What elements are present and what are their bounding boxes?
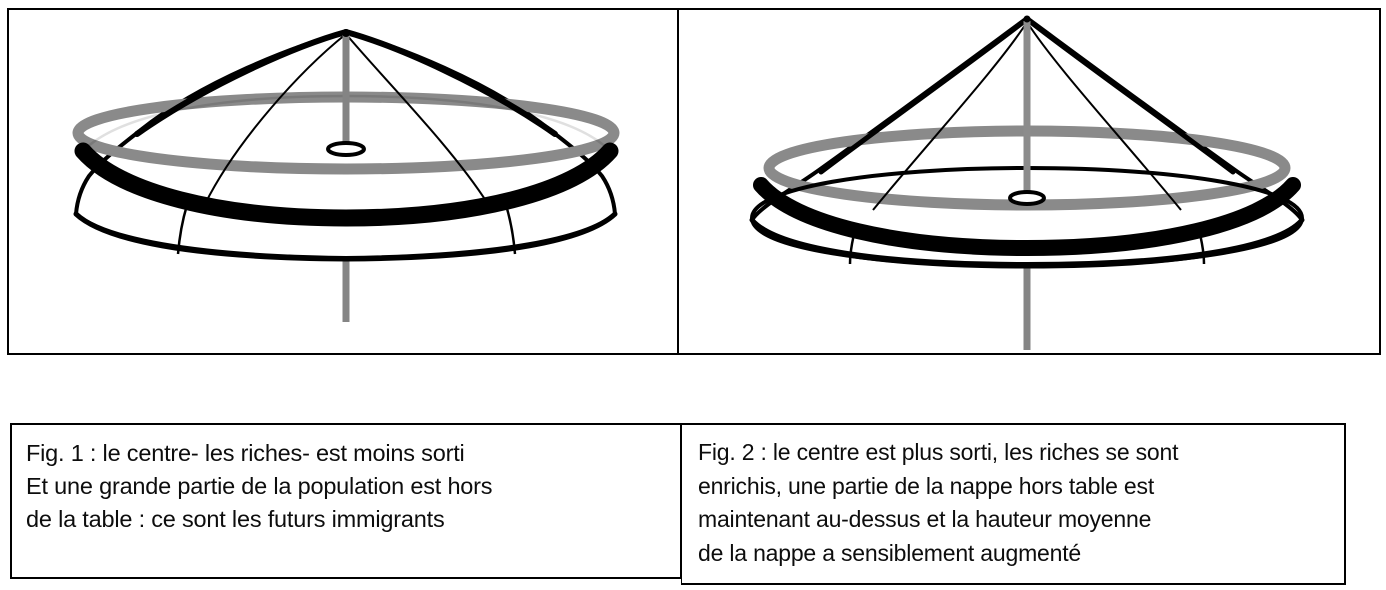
cloth-edge-band (74, 142, 619, 227)
caption-box-figure-2: Fig. 2 : le centre est plus sorti, les r… (681, 423, 1346, 585)
center-hub-collar (1008, 190, 1046, 206)
center-hub-collar (326, 141, 366, 157)
cloth-seam-left (848, 229, 857, 265)
guy-line-left (204, 33, 347, 205)
apex-knot (342, 29, 350, 37)
figure-2-drawing (749, 15, 1305, 350)
cloth-seam-right (504, 204, 517, 255)
cloth-cone-right (1024, 16, 1236, 175)
caption-1-line-3: de la table : ce sont les futurs immigra… (26, 506, 445, 532)
cloth-bottom-hem (73, 211, 618, 262)
apex-knot (1023, 15, 1031, 23)
guy-line-left (872, 21, 1028, 211)
caption-2-line-3: maintenant au-dessus et la hauteur moyen… (698, 506, 1152, 532)
caption-box-figure-1: Fig. 1 : le centre- les riches- est moin… (10, 423, 681, 579)
cloth-edge-band (753, 177, 1301, 257)
figure-panel-2 (679, 10, 1379, 353)
cloth-cone-right (343, 29, 558, 137)
caption-1-line-1: Fig. 1 : le centre- les riches- est moin… (26, 440, 465, 466)
figures-row (7, 8, 1381, 355)
guy-line-right (345, 33, 489, 205)
caption-1-line-2: Et une grande partie de la population es… (26, 473, 493, 499)
caption-2-line-1: Fig. 2 : le centre est plus sorti, les r… (698, 439, 1179, 465)
figure-panel-1 (9, 10, 679, 353)
cloth-bottom-hem (749, 217, 1305, 269)
cloth-cone-left (134, 29, 349, 137)
figure-1-drawing (72, 29, 620, 322)
cloth-cone-left (818, 16, 1030, 175)
cloth-seam-left (176, 204, 189, 255)
captions-row: Fig. 1 : le centre- les riches- est moin… (10, 423, 1346, 585)
cloth-seam-right (1197, 229, 1206, 265)
caption-2-line-4: de la nappe a sensiblement augmenté (698, 539, 1082, 566)
caption-2-line-2: enrichis, une partie de la nappe hors ta… (698, 472, 1155, 499)
guy-line-right (1026, 21, 1182, 211)
